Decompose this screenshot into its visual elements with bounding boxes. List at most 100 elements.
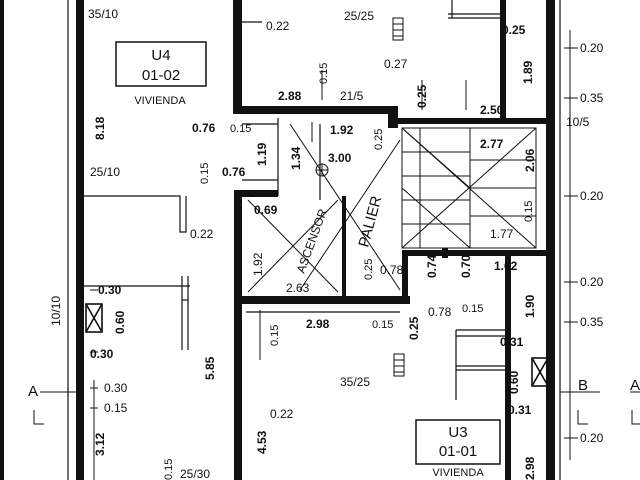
unit-u3-use: VIVIENDA (432, 467, 484, 479)
dim-298-a: 2.98 (306, 317, 330, 331)
shaft-left (85, 303, 103, 333)
dim-288: 2.88 (278, 89, 302, 103)
dim-074: 0.74 (425, 254, 439, 278)
wall-lower-center (442, 248, 448, 258)
unit-u4-box (115, 41, 207, 87)
dim-119: 1.19 (255, 142, 269, 166)
wall-h-right (442, 118, 554, 124)
dim-060-a: 0.60 (113, 310, 127, 334)
dim-25-10: 25/10 (90, 165, 120, 179)
dim-022-mid: 0.22 (190, 227, 214, 241)
hatched-columns (392, 17, 405, 377)
dim-070: 0.70 (459, 254, 473, 278)
dim-027: 0.27 (384, 57, 408, 71)
dim-585: 5.85 (203, 356, 217, 380)
dim-162: 1.62 (494, 259, 518, 273)
dim-025-c: 0.25 (373, 129, 385, 150)
dim-020-r2: 0.20 (580, 189, 604, 203)
dim-076-b: 0.76 (222, 165, 246, 179)
dim-015-c: 0.15 (199, 163, 211, 184)
dim-190: 1.90 (523, 294, 537, 318)
section-marker-a-right: A (630, 377, 640, 394)
dim-263: 2.63 (286, 281, 310, 295)
dim-298-b: 2.98 (523, 456, 537, 480)
dim-25-30: 25/30 (180, 467, 210, 480)
wall-core-bottom (234, 296, 410, 304)
dim-020-r1: 0.20 (580, 41, 604, 55)
dim-035-r: 0.35 (580, 91, 604, 105)
dim-025-tr: 0.25 (502, 23, 526, 37)
wall-elevator-right (342, 196, 346, 296)
unit-u4-use: VIVIENDA (134, 95, 186, 107)
dim-015-i: 0.15 (163, 459, 175, 480)
dim-022-low: 0.22 (270, 407, 294, 421)
dim-020-r3: 0.20 (580, 275, 604, 289)
dim-015-e: 0.15 (269, 325, 281, 346)
dim-189: 1.89 (521, 60, 535, 84)
dim-015-d: 0.15 (523, 201, 535, 222)
unit-u3-code: 01-01 (439, 443, 477, 460)
dim-818: 8.18 (93, 116, 107, 140)
section-brackets (33, 410, 640, 425)
dim-21-5: 21/5 (340, 89, 364, 103)
section-marker-b: B (578, 377, 588, 394)
dim-035-r2: 0.35 (580, 315, 604, 329)
dim-015-f: 0.15 (372, 319, 393, 331)
dim-300: 3.00 (328, 151, 352, 165)
elevator-shaft (247, 199, 339, 293)
wall-lower-right (505, 256, 511, 480)
wall-h-108-b (398, 118, 442, 124)
wall-far-left (0, 0, 4, 480)
dim-031-a: 0.31 (500, 335, 524, 349)
wall-top-right (500, 0, 506, 118)
walls (0, 0, 555, 480)
unit-u3-box (415, 419, 501, 465)
dim-022-top: 0.22 (266, 19, 290, 33)
dim-35-10: 35/10 (88, 7, 118, 21)
dim-076-a: 0.76 (192, 121, 216, 135)
dim-025-e: 0.25 (407, 316, 421, 340)
dim-015-b: 0.15 (230, 123, 251, 135)
dim-177: 1.77 (490, 227, 514, 241)
dim-025-d: 0.25 (363, 259, 375, 280)
wall-stub-388 (388, 106, 398, 128)
dim-277: 2.77 (480, 137, 504, 151)
dim-35-25: 35/25 (340, 375, 370, 389)
dim-25-25: 25/25 (344, 9, 374, 23)
dim-015-g: 0.15 (462, 303, 483, 315)
dim-015-a: 0.15 (318, 63, 330, 84)
dim-134: 1.34 (289, 146, 303, 170)
unit-u4-code: 01-02 (142, 67, 180, 84)
wall-core-left (234, 190, 242, 480)
dim-10-10: 10/10 (49, 296, 63, 326)
dim-031-b: 0.31 (508, 403, 532, 417)
dim-025-b: 0.25 (415, 84, 429, 108)
wall-stair-step (402, 250, 408, 304)
unit-u4-name: U4 (151, 47, 170, 64)
dim-020-r4: 0.20 (580, 431, 604, 445)
thin-lines (67, 0, 561, 480)
wall-left (76, 0, 84, 480)
wall-upper-center (233, 0, 242, 112)
dim-192-top: 1.92 (330, 123, 354, 137)
dim-192-side: 1.92 (251, 252, 265, 276)
dim-10-5: 10/5 (566, 115, 590, 129)
shaft-right (531, 357, 549, 387)
dim-206: 2.06 (523, 148, 537, 172)
dim-030-c: 0.30 (104, 381, 128, 395)
landing-lines (289, 123, 401, 291)
detail-symbol (315, 163, 329, 177)
dim-060-b: 0.60 (507, 370, 521, 394)
wall-right-core (546, 0, 555, 480)
dimension-ticks (40, 30, 640, 480)
dim-015-h: 0.15 (104, 401, 128, 415)
dim-069: 0.69 (254, 203, 278, 217)
dim-078-b: 0.78 (428, 305, 452, 319)
dim-030-a: 0.30 (98, 283, 122, 297)
dim-250: 2.50 (480, 103, 504, 117)
wall-core-top (234, 190, 278, 197)
section-marker-a-left: A (28, 383, 38, 400)
dimension-labels: 35/10 0.22 25/25 0.25 0.20 0.15 0.27 1.8… (49, 7, 604, 480)
staircase (401, 127, 537, 249)
